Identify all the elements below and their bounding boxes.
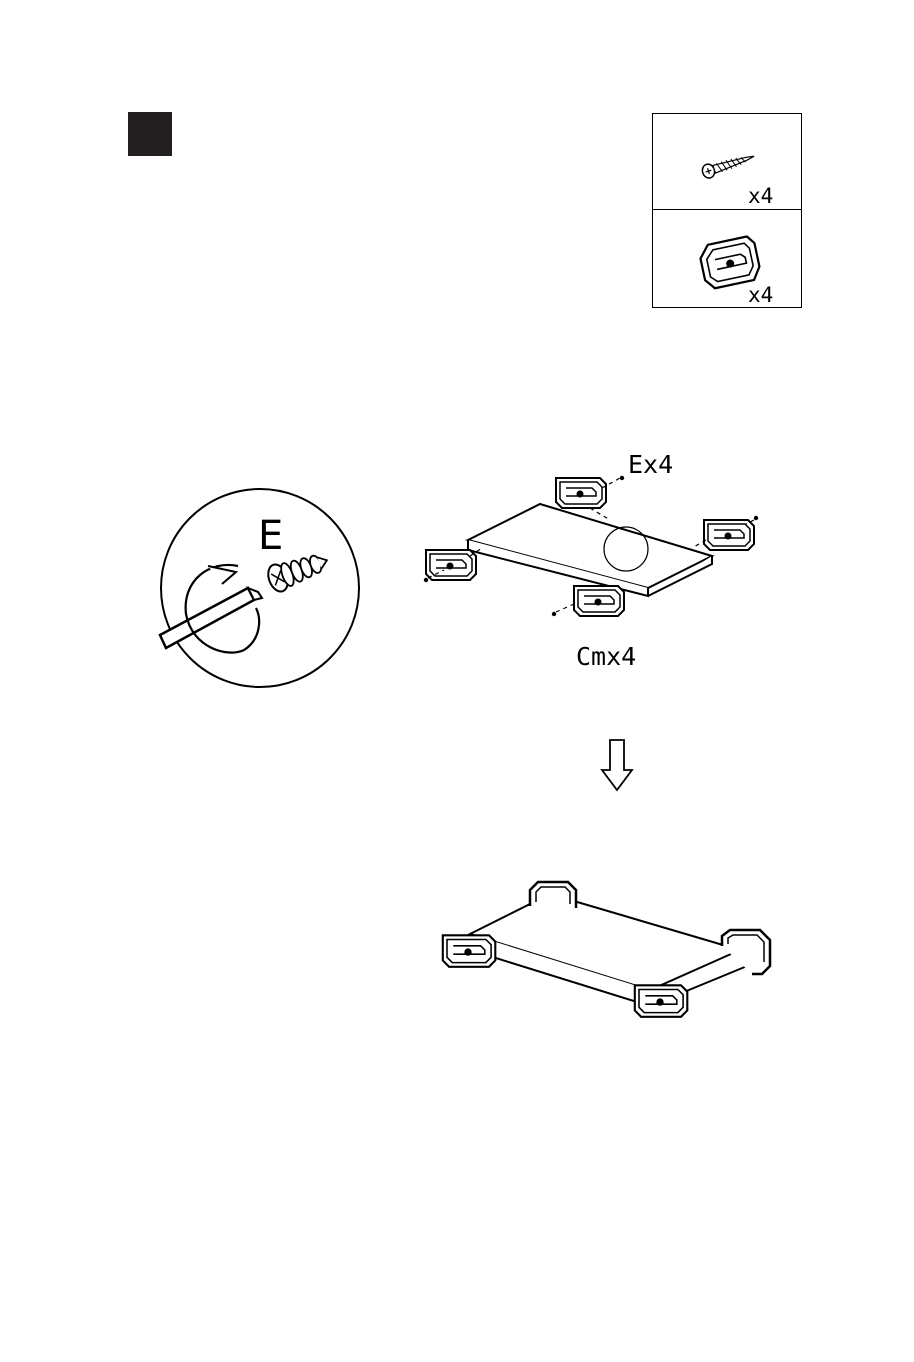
screw-label: Ex4: [628, 452, 673, 477]
cam-lock-front: [574, 586, 624, 616]
detail-letter: E: [258, 516, 283, 556]
cam-lock-icon: [698, 235, 762, 290]
cam-label: Cmx4: [576, 644, 636, 669]
assembled-cam-top: [530, 882, 576, 908]
cam-lock-top: [556, 478, 606, 508]
down-arrow-icon: [602, 740, 632, 790]
screw-quantity: x4: [748, 186, 773, 207]
assembled-cam-left: [443, 935, 496, 967]
cam-quantity: x4: [748, 285, 773, 306]
panel-assembled: [470, 894, 752, 1006]
cam-lock-left: [426, 550, 476, 580]
panel-exploded: [468, 504, 712, 596]
cam-lock-right: [704, 520, 754, 550]
screw-icon: [701, 150, 757, 180]
assembled-cam-front: [635, 985, 688, 1017]
